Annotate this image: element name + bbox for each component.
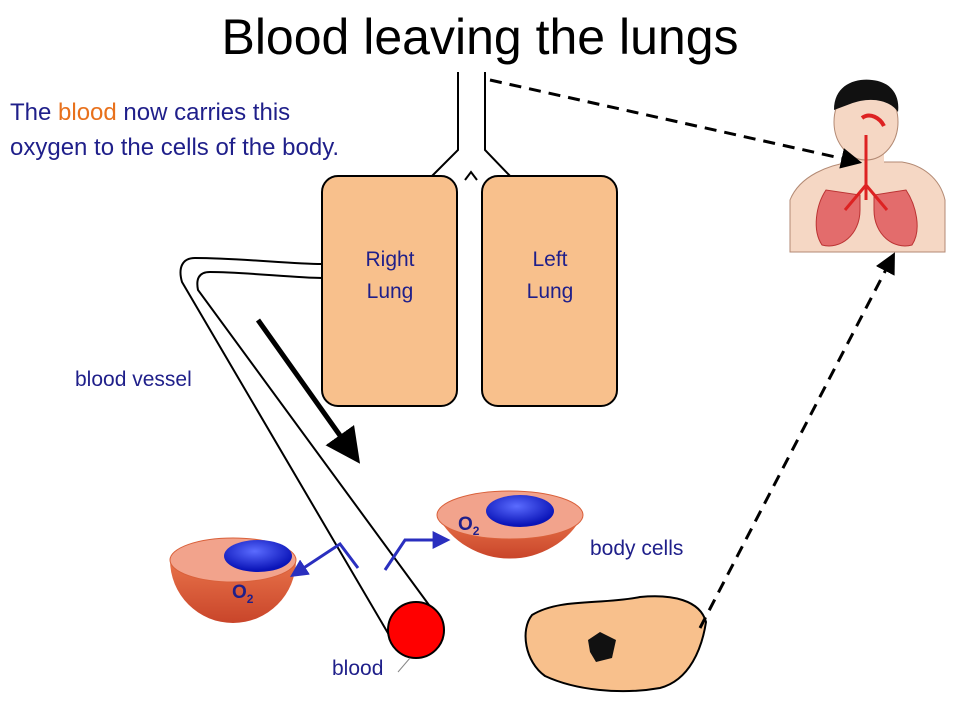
trachea bbox=[429, 72, 513, 181]
caption-text: The blood now carries this oxygen to the… bbox=[10, 95, 340, 165]
dashed-connector bbox=[489, 78, 895, 629]
human-torso-illustration bbox=[789, 79, 946, 253]
page-title: Blood leaving the lungs bbox=[221, 9, 739, 65]
oxygen-label-left: O2 bbox=[232, 582, 254, 606]
caption-highlight: blood bbox=[58, 99, 117, 126]
body-cell-left bbox=[169, 537, 297, 623]
oxygen-arrow-right bbox=[383, 531, 451, 571]
left-lung-label: Left Lung bbox=[485, 244, 615, 308]
blood-vessel-label: blood vessel bbox=[75, 368, 192, 391]
left-lung-line1: Left bbox=[532, 248, 568, 271]
right-lung bbox=[321, 175, 458, 407]
blood-label: blood bbox=[332, 657, 384, 680]
blood-leader-line bbox=[397, 657, 411, 673]
oxygen-arrow-left bbox=[289, 541, 360, 577]
caption-pre: The bbox=[10, 99, 59, 126]
body-cells-label: body cells bbox=[590, 537, 684, 560]
left-lung-line2: Lung bbox=[526, 280, 574, 303]
oxygen-label-right: O2 bbox=[458, 514, 480, 538]
caption-post: now carries this oxygen to the cells of … bbox=[10, 99, 340, 161]
left-lung bbox=[481, 175, 618, 407]
body-cell-right bbox=[436, 490, 584, 559]
right-lung-label: Right Lung bbox=[325, 244, 455, 308]
blood-cell bbox=[387, 601, 445, 659]
nucleus bbox=[486, 495, 554, 527]
right-lung-line1: Right bbox=[365, 248, 415, 271]
lung-tissue-cell bbox=[524, 595, 708, 693]
blood-vessel bbox=[179, 256, 441, 641]
blood-flow-arrow bbox=[255, 318, 361, 464]
nucleus bbox=[224, 540, 292, 572]
right-lung-line2: Lung bbox=[366, 280, 414, 303]
